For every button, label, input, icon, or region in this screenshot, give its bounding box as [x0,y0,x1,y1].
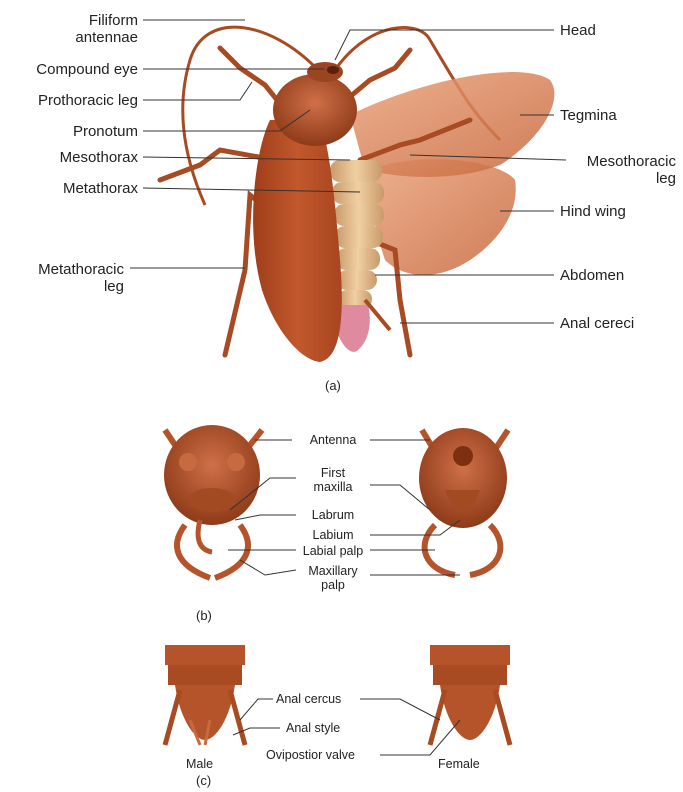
label-anal-cereci: Anal cereci [560,315,634,332]
label-prothoracic-leg: Prothoracic leg [0,92,138,109]
label-tegmina: Tegmina [560,107,617,124]
pronotum-shield [273,74,357,146]
label-labium: Labium [296,528,370,542]
label-anal-style: Anal style [286,721,340,735]
male-abdomen-tip [165,645,245,745]
head-back-view [419,428,508,575]
label-head: Head [560,22,596,39]
label-abdomen: Abdomen [560,267,624,284]
caption-c: (c) [196,773,211,788]
label-compound-eye: Compound eye [0,61,138,78]
label-ovipositor-valve: Ovipostior valve [266,748,355,762]
label-labial-palp: Labial palp [296,544,370,558]
label-labrum: Labrum [296,508,370,522]
head-front-view [164,425,262,578]
label-maxillary-palp: Maxillary palp [296,564,370,592]
label-metathoracic-leg: Metathoracic leg [0,261,124,295]
label-mesothoracic-leg: Mesothoracic leg [560,153,676,187]
caption-a: (a) [325,378,341,393]
cockroach-body [160,27,554,362]
leader-lines-c [233,699,460,755]
label-filiform-antennae: Filiform antennae [20,12,138,46]
label-antenna: Antenna [296,433,370,447]
caption-b: (b) [196,608,212,623]
label-metathorax: Metathorax [0,180,138,197]
label-first-maxilla: First maxilla [296,466,370,494]
compound-eye [327,66,339,74]
female-abdomen-tip [430,645,510,745]
label-male: Male [186,757,213,771]
label-anal-cercus: Anal cercus [276,692,341,706]
label-hind-wing: Hind wing [560,203,626,220]
tegmina-left [253,120,342,362]
label-mesothorax: Mesothorax [0,149,138,166]
palp-right-b [215,525,248,578]
label-female: Female [438,757,480,771]
label-pronotum: Pronotum [0,123,138,140]
